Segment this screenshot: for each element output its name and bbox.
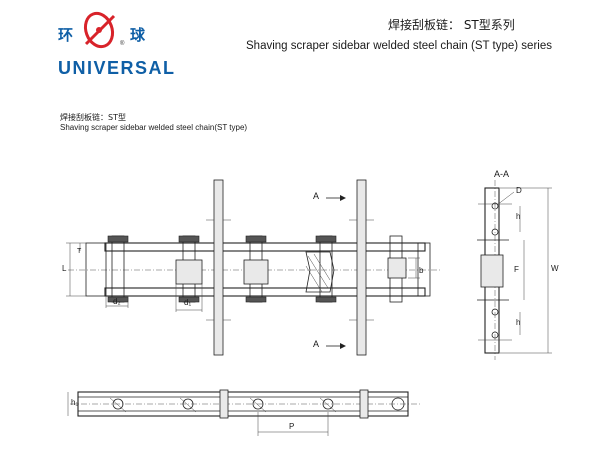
dim-label-P: P xyxy=(289,422,295,431)
page-title-en: Shaving scraper sidebar welded steel cha… xyxy=(246,40,552,52)
page-title-cn: 焊接刮板链： ST型系列 xyxy=(388,18,515,32)
registered-mark: ® xyxy=(120,41,125,47)
logo-cn-right: 球 xyxy=(130,26,147,44)
logo: 环 ® 球 UNIVERSAL xyxy=(58,10,174,80)
dim-label-b: b xyxy=(419,266,424,275)
dim-label-h-lower: h xyxy=(516,318,521,327)
logo-emblem-icon xyxy=(83,11,116,49)
dim-label-L: L xyxy=(62,264,67,273)
dim-label-T: T xyxy=(77,248,82,255)
section-title-cn: 焊接刮板链：ST型 xyxy=(60,113,126,122)
section-title-en: Shaving scraper sidebar welded steel cha… xyxy=(60,123,248,132)
logo-cn-left: 环 xyxy=(58,26,75,44)
dim-label-d2: d₂ xyxy=(113,297,121,306)
dim-label-h-top: h xyxy=(516,212,521,221)
section-marker-a-bottom: A xyxy=(313,339,320,349)
dim-label-F: F xyxy=(514,265,519,274)
dim-label-d1: d₁ xyxy=(184,298,192,307)
dim-label-h1: h₁ xyxy=(71,398,79,407)
section-aa-label: A-A xyxy=(494,169,510,179)
logo-en: UNIVERSAL xyxy=(58,58,176,78)
dim-label-W: W xyxy=(551,264,559,273)
section-marker-a-top: A xyxy=(313,191,320,201)
dim-label-D: D xyxy=(516,186,522,195)
